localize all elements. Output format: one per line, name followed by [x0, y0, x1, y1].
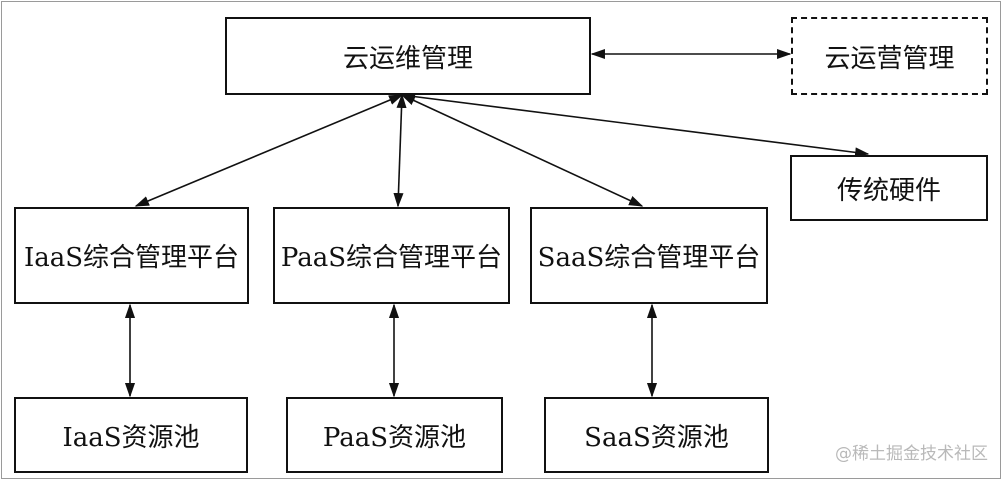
paas-management-platform-box: PaaS综合管理平台	[273, 207, 510, 304]
legacy-hardware-box: 传统硬件	[790, 155, 988, 221]
saas-management-platform-box: SaaS综合管理平台	[530, 207, 768, 304]
iaas-management-platform-box: IaaS综合管理平台	[14, 207, 249, 304]
iaas-resource-pool-box: IaaS资源池	[14, 397, 248, 473]
cloud-ops-management-box: 云运维管理	[225, 17, 591, 95]
arrow-ops-to-saas-platform	[400, 94, 644, 207]
arrow-ops-to-paas-platform	[393, 93, 407, 208]
arrow-ops-to-legacy-hardware	[400, 91, 870, 158]
watermark-text: @稀土掘金技术社区	[835, 444, 988, 464]
arrow-ops-to-iaas-platform	[134, 94, 404, 207]
saas-resource-pool-box: SaaS资源池	[544, 397, 769, 473]
paas-resource-pool-box: PaaS资源池	[286, 397, 503, 473]
cloud-business-management-box: 云运营管理	[791, 17, 988, 95]
